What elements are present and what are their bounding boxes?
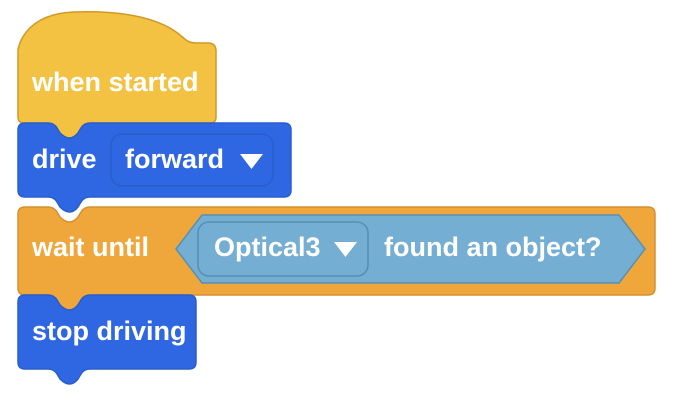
block-stop-driving-label: stop driving [32, 316, 187, 346]
dropdown-optical-port-value: Optical3 [214, 232, 321, 262]
block-wait-until[interactable]: wait until Optical3 found an object? [17, 206, 656, 311]
dropdown-optical-port[interactable]: Optical3 [197, 221, 369, 277]
block-when-started-label: when started [31, 67, 199, 97]
chevron-down-icon[interactable] [334, 242, 357, 257]
dropdown-drive-direction-box[interactable] [110, 133, 274, 187]
block-drive[interactable]: drive forward [17, 122, 292, 213]
block-when-started[interactable]: when started [17, 10, 217, 139]
dropdown-drive-direction-value: forward [125, 144, 224, 174]
dropdown-optical-port-box[interactable] [197, 221, 369, 277]
block-stop-driving-shape[interactable] [17, 294, 197, 385]
boolean-optical-found-object-label: found an object? [384, 232, 601, 262]
dropdown-drive-direction[interactable]: forward [110, 133, 274, 187]
block-drive-label: drive [32, 144, 97, 174]
block-wait-until-label: wait until [31, 232, 149, 262]
chevron-down-icon[interactable] [240, 154, 263, 169]
boolean-optical-found-object[interactable]: Optical3 found an object? [175, 214, 646, 284]
block-stop-driving[interactable]: stop driving [17, 294, 197, 385]
